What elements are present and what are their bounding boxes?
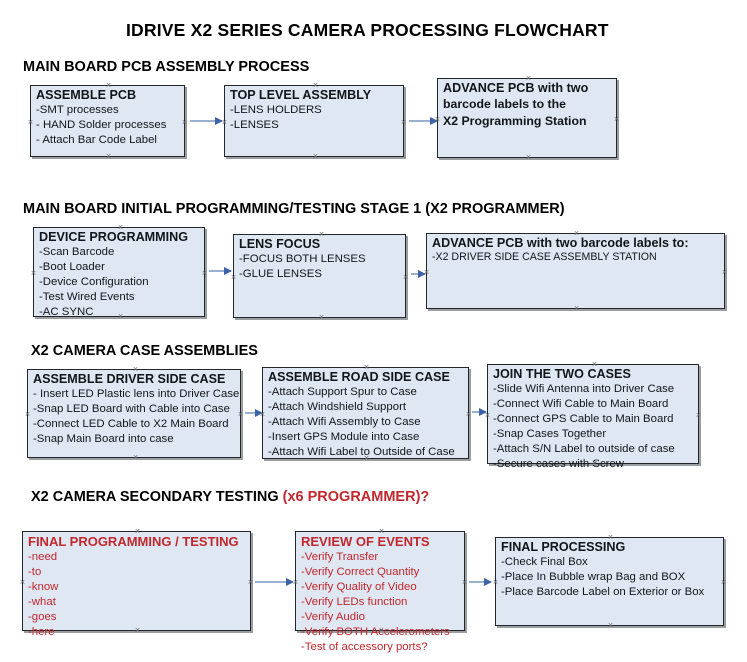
node-line: -GLUE LENSES bbox=[239, 268, 322, 281]
node-line: -Snap Main Board into case bbox=[33, 433, 174, 446]
node-title: REVIEW OF EVENTS bbox=[301, 534, 430, 549]
resize-handle-bottom[interactable] bbox=[105, 153, 112, 160]
node-line: - Insert LED Plastic lens into Driver Ca… bbox=[33, 388, 240, 401]
node-line: -Verify BOTH Accelerometers bbox=[301, 625, 450, 638]
resize-handle-bottom[interactable] bbox=[318, 314, 325, 321]
node-line: -Attach Support Spur to Case bbox=[268, 386, 417, 399]
node-line-overflow: -Test of accessory ports? bbox=[301, 640, 428, 653]
node-line: - HAND Solder processes bbox=[36, 119, 167, 132]
section-heading-text: MAIN BOARD INITIAL PROGRAMMING/TESTING S… bbox=[23, 201, 565, 217]
node-line: -Place In Bubble wrap Bag and BOX bbox=[501, 571, 686, 584]
node-line: -Boot Loader bbox=[39, 261, 105, 274]
node-line: -Attach S/N Label to outside of case bbox=[493, 443, 675, 456]
connector-road-case-to-join-cases bbox=[472, 407, 487, 416]
node-line: -Attach Wifi Label to Outside of Case bbox=[268, 446, 455, 459]
node-line: -X2 DRIVER SIDE CASE ASSEMBLY STATION bbox=[432, 251, 657, 264]
node-line: - Attach Bar Code Label bbox=[36, 134, 157, 147]
node-line: -FOCUS BOTH LENSES bbox=[239, 253, 366, 266]
node-title: ADVANCE PCB with two barcode labels to: bbox=[432, 236, 689, 250]
node-lens-focus[interactable]: LENS FOCUS -FOCUS BOTH LENSES -GLUE LENS… bbox=[233, 234, 406, 318]
section-heading-text: MAIN BOARD PCB ASSEMBLY PROCESS bbox=[23, 59, 310, 75]
node-line: -here bbox=[28, 625, 55, 638]
node-title: JOIN THE TWO CASES bbox=[493, 367, 631, 381]
section-heading-x2-camera-secondary-testing: X2 CAMERA SECONDARY TESTING (x6 PROGRAMM… bbox=[31, 489, 429, 505]
node-line: -AC SYNC bbox=[39, 306, 94, 319]
node-title: DEVICE PROGRAMMING bbox=[39, 230, 189, 244]
section-heading-main-board-initial-programming: MAIN BOARD INITIAL PROGRAMMING/TESTING S… bbox=[23, 201, 565, 217]
resize-handle-bottom[interactable] bbox=[607, 622, 614, 629]
node-line: -what bbox=[28, 595, 56, 608]
node-line: X2 Programming Station bbox=[443, 114, 587, 129]
resize-handle-right[interactable] bbox=[721, 269, 728, 276]
connector-top-level-to-advance-pcb bbox=[409, 116, 438, 125]
node-line: -Verify Quality of Video bbox=[301, 580, 417, 593]
node-line: -Check Final Box bbox=[501, 556, 588, 569]
node-title: ADVANCE PCB with two bbox=[443, 81, 589, 95]
node-line: -LENS HOLDERS bbox=[230, 104, 322, 117]
connector-lens-focus-to-advance-pcb bbox=[411, 269, 426, 278]
node-title: LENS FOCUS bbox=[239, 237, 321, 251]
node-line: -LENSES bbox=[230, 119, 279, 132]
node-line: -Place Barcode Label on Exterior or Box bbox=[501, 586, 705, 599]
node-join-the-two-cases[interactable]: JOIN THE TWO CASES -Slide Wifi Antenna i… bbox=[487, 364, 699, 470]
node-line: -Snap Cases Together bbox=[493, 428, 607, 441]
section-heading-accent: (x6 PROGRAMMER)? bbox=[282, 489, 430, 505]
node-line: -Secure cases with Screw bbox=[493, 458, 625, 471]
node-line: -Connect GPS Cable to Main Board bbox=[493, 413, 674, 426]
page-title: IDRIVE X2 SERIES CAMERA PROCESSING FLOWC… bbox=[126, 20, 609, 40]
connector-device-programming-to-lens-focus bbox=[209, 266, 232, 275]
node-advance-pcb-driver-side-station[interactable]: ADVANCE PCB with two barcode labels to: … bbox=[426, 233, 725, 309]
node-title: FINAL PROCESSING bbox=[501, 540, 626, 554]
node-line: -Scan Barcode bbox=[39, 246, 115, 259]
node-line: -to bbox=[28, 565, 42, 578]
section-heading-text: X2 CAMERA CASE ASSEMBLIES bbox=[31, 343, 258, 359]
node-line: -Connect Wifi Cable to Main Board bbox=[493, 398, 669, 411]
node-line: -Insert GPS Module into Case bbox=[268, 431, 420, 444]
node-assemble-driver-side-case[interactable]: ASSEMBLE DRIVER SIDE CASE - Insert LED P… bbox=[27, 369, 241, 458]
node-title: FINAL PROGRAMMING / TESTING bbox=[28, 534, 239, 549]
node-device-programming[interactable]: DEVICE PROGRAMMING -Scan Barcode -Boot L… bbox=[33, 227, 205, 319]
resize-handle-bottom[interactable] bbox=[573, 305, 580, 312]
node-line: -Attach Wifi Assembly to Case bbox=[268, 416, 421, 429]
node-title: TOP LEVEL ASSEMBLY bbox=[230, 88, 372, 102]
connector-final-programming-to-review-of-events bbox=[255, 577, 294, 586]
node-line: -Slide Wifi Antenna into Driver Case bbox=[493, 383, 675, 396]
connector-driver-case-to-road-case bbox=[245, 408, 263, 417]
node-line: -SMT processes bbox=[36, 104, 119, 117]
node-line: -Attach Windshield Support bbox=[268, 401, 407, 414]
node-line: barcode labels to the bbox=[443, 97, 566, 112]
node-top-level-assembly[interactable]: TOP LEVEL ASSEMBLY -LENS HOLDERS -LENSES bbox=[224, 85, 404, 157]
resize-handle-bottom[interactable] bbox=[525, 154, 532, 161]
node-line: -Device Configuration bbox=[39, 276, 149, 289]
node-line: -Verify Transfer bbox=[301, 550, 379, 563]
node-line: -know bbox=[28, 580, 59, 593]
node-final-processing[interactable]: FINAL PROCESSING -Check Final Box -Place… bbox=[495, 537, 724, 626]
node-line: -Verify Correct Quantity bbox=[301, 565, 420, 578]
node-line: -need bbox=[28, 550, 58, 563]
node-line: -Verify Audio bbox=[301, 610, 365, 623]
resize-handle-bottom[interactable] bbox=[132, 454, 139, 461]
node-title: ASSEMBLE ROAD SIDE CASE bbox=[268, 370, 450, 384]
node-assemble-pcb[interactable]: ASSEMBLE PCB -SMT processes - HAND Solde… bbox=[30, 85, 185, 157]
node-advance-pcb-programming-station[interactable]: ADVANCE PCB with two barcode labels to t… bbox=[437, 78, 617, 158]
node-title: ASSEMBLE PCB bbox=[36, 88, 137, 102]
node-final-programming-testing[interactable]: FINAL PROGRAMMING / TESTING -need -to -k… bbox=[22, 531, 251, 638]
node-assemble-road-side-case[interactable]: ASSEMBLE ROAD SIDE CASE -Attach Support … bbox=[262, 367, 469, 459]
resize-handle-bottom[interactable] bbox=[312, 153, 319, 160]
node-line: -Verify LEDs function bbox=[301, 595, 408, 608]
node-line: -Snap LED Board with Cable into Case bbox=[33, 403, 230, 416]
section-heading-main-board-pcb-assembly: MAIN BOARD PCB ASSEMBLY PROCESS bbox=[23, 59, 309, 75]
node-line: -Test Wired Events bbox=[39, 291, 135, 304]
section-heading-text: X2 CAMERA SECONDARY TESTING bbox=[31, 489, 283, 505]
node-line: -goes bbox=[28, 610, 57, 623]
node-line: -Connect LED Cable to X2 Main Board bbox=[33, 418, 229, 431]
node-review-of-events[interactable]: REVIEW OF EVENTS -Verify Transfer -Verif… bbox=[295, 531, 465, 653]
node-title: ASSEMBLE DRIVER SIDE CASE bbox=[33, 372, 226, 386]
connector-assemble-pcb-to-top-level bbox=[190, 116, 223, 125]
connector-review-of-events-to-final-processing bbox=[469, 577, 492, 586]
section-heading-x2-camera-case-assemblies: X2 CAMERA CASE ASSEMBLIES bbox=[31, 343, 258, 359]
